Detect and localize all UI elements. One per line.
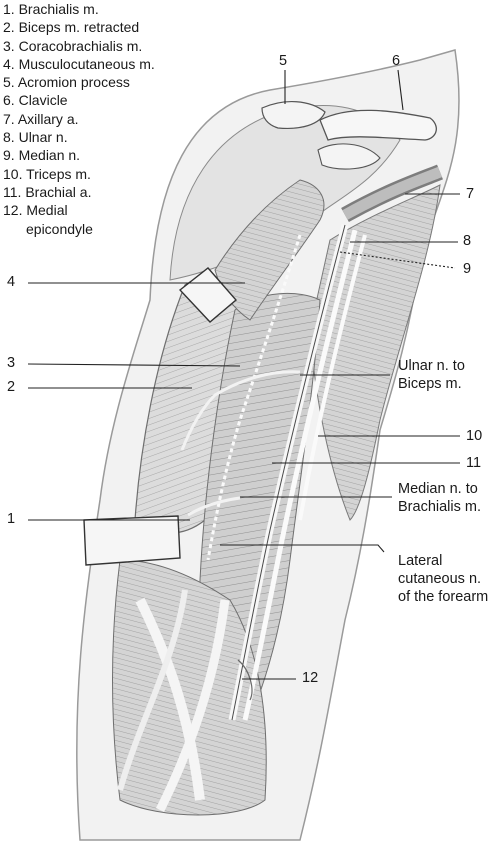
legend-text: Musculocutaneous m. <box>18 55 155 72</box>
legend-text: Triceps m. <box>26 165 91 182</box>
acromion-bone <box>261 101 326 130</box>
legend-item-7: 7. Axillary a. <box>3 110 203 128</box>
legend-text: Biceps m. retracted <box>18 19 140 36</box>
legend-num: 8. <box>3 129 15 146</box>
legend-num: 4. <box>3 55 15 72</box>
legend-item-4: 4. Musculocutaneous m. <box>3 55 203 73</box>
leader-lines <box>27 69 460 680</box>
callout-8: 8 <box>463 233 472 249</box>
legend-num: 5. <box>3 74 15 91</box>
callout-1: 1 <box>7 511 16 527</box>
callout-3: 3 <box>7 355 16 371</box>
callout-4: 4 <box>7 274 16 290</box>
musculocutaneous-nerve <box>206 234 302 561</box>
legend-text: Medial <box>26 202 68 219</box>
callout-6: 6 <box>392 53 401 69</box>
legend-num: 7. <box>3 110 15 127</box>
legend-num: 11. <box>3 183 22 200</box>
legend-text: Axillary a. <box>17 110 79 127</box>
forearm-tendon-a <box>135 597 205 801</box>
leader-line-6 <box>397 69 404 111</box>
callout-lateral-cutaneous-line2: cutaneous n. <box>398 571 482 587</box>
legend-item-5: 5. Acromion process <box>3 73 203 91</box>
callout-lateral-cutaneous-line3: of the forearm <box>398 589 489 605</box>
callout-12: 12 <box>302 670 319 686</box>
axillary-artery-inner <box>342 166 443 220</box>
legend-item-10: 10. Triceps m. <box>3 165 203 183</box>
callout-5: 5 <box>279 53 288 69</box>
callout-9: 9 <box>463 261 472 277</box>
legend-num: 9. <box>3 147 15 164</box>
legend-text: Clavicle <box>18 92 68 109</box>
nerve-branch-biceps <box>180 370 301 451</box>
retractor-upper <box>178 267 237 323</box>
nerve-branch-brachialis <box>187 496 241 517</box>
legend-text: Brachial a. <box>25 183 92 200</box>
legend-num: 10. <box>3 165 23 182</box>
clavicle-bone <box>319 109 437 141</box>
retractor-lower <box>83 515 181 566</box>
median-nerve <box>242 229 358 721</box>
callout-median-to-brachialis-line1: Median n. to <box>398 481 478 497</box>
legend-text: Ulnar n. <box>18 129 68 146</box>
legend-num: 3. <box>3 37 15 54</box>
callout-10: 10 <box>466 428 483 444</box>
callout-7: 7 <box>466 186 475 202</box>
legend-num: 2. <box>3 19 15 36</box>
callout-lateral-cutaneous-line1: Lateral <box>398 553 443 569</box>
legend-text: Coracobrachialis m. <box>18 37 143 54</box>
legend-item-6: 6. Clavicle <box>3 91 203 109</box>
legend-item-12-cont: epicondyle <box>26 220 93 237</box>
legend-num: 6. <box>3 92 15 109</box>
coracoid-bone <box>317 143 381 170</box>
callout-2: 2 <box>7 379 16 395</box>
callout-ulnar-to-biceps-line2: Biceps m. <box>398 376 462 392</box>
legend-item-3: 3. Coracobrachialis m. <box>3 37 203 55</box>
legend-item-11: 11. Brachial a. <box>3 183 203 201</box>
ulnar-nerve <box>298 234 367 521</box>
forearm-tendon-b <box>155 599 230 813</box>
forearm-tendon-c <box>117 589 188 791</box>
legend-num: 1. <box>3 1 15 17</box>
leader-line-9 <box>339 251 456 269</box>
legend-item-2: 2. Biceps m. retracted <box>3 18 203 36</box>
legend-text: Median n. <box>18 147 81 164</box>
leader-line-latcut <box>220 544 385 553</box>
legend: 1. Brachialis m. 2. Biceps m. retracted … <box>3 0 203 238</box>
medial-epicondyle <box>237 659 253 701</box>
callout-median-to-brachialis-line2: Brachialis m. <box>398 499 481 515</box>
legend-item-1: 1. Brachialis m. <box>3 0 203 18</box>
legend-item-12: 12. Medial <box>3 201 203 219</box>
legend-item-9: 9. Median n. <box>3 146 203 164</box>
coracobrachialis-muscle <box>214 179 325 321</box>
legend-item-8: 8. Ulnar n. <box>3 128 203 146</box>
legend-text: Acromion process <box>17 74 130 91</box>
leader-line-3 <box>27 363 241 367</box>
callout-ulnar-to-biceps-line1: Ulnar n. to <box>398 358 465 374</box>
legend-text: Brachialis m. <box>18 1 99 17</box>
callout-11: 11 <box>466 455 482 471</box>
legend-num: 12. <box>3 202 23 219</box>
